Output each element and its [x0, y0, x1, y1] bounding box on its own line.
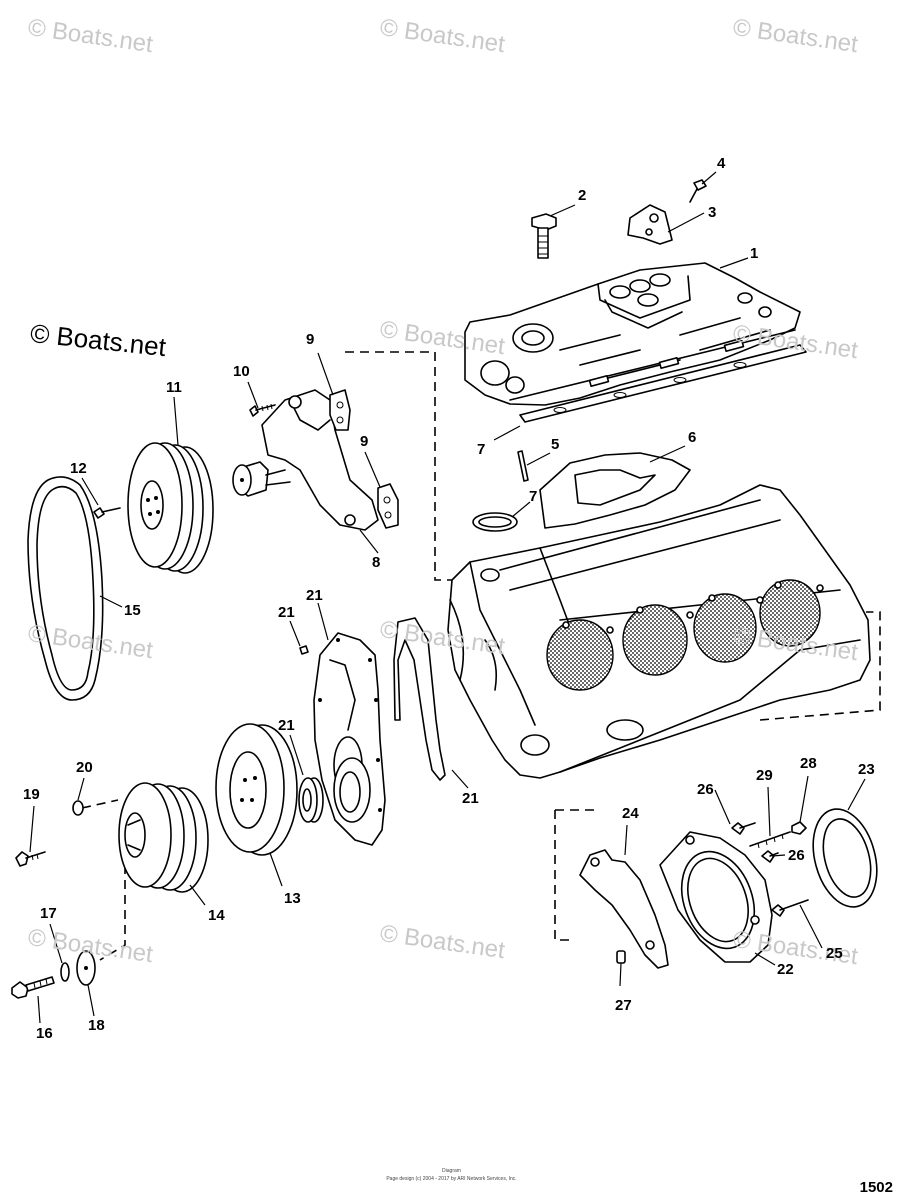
nut-28: [791, 821, 807, 835]
lock-washer-17: [60, 962, 70, 982]
callout-12: 12: [70, 460, 87, 477]
pin-5: [517, 450, 529, 482]
leader-lines: [29, 171, 866, 1024]
bolt-16: [11, 976, 55, 999]
callout-5: 5: [551, 436, 560, 453]
callout-13: 13: [284, 890, 301, 907]
callout-19: 19: [23, 786, 40, 803]
dowel-27: [616, 950, 626, 964]
callout-20: 20: [76, 759, 93, 776]
plate-6: [539, 452, 691, 529]
callout-2: 2: [578, 187, 587, 204]
drive-belt: [27, 476, 104, 701]
cover-gasket: [393, 617, 446, 781]
callout-10: 10: [233, 363, 250, 380]
callout-21-cover: 21: [306, 587, 323, 604]
washer-18: [76, 950, 96, 986]
callout-27: 27: [615, 997, 632, 1014]
pump-gasket-lower: [377, 483, 399, 529]
crank-pulley: [118, 782, 209, 893]
retainer-gasket: [579, 849, 669, 969]
callout-23: 23: [858, 761, 875, 778]
bolt-19: [15, 851, 46, 867]
screw-26-lower: [761, 850, 779, 863]
screw-25: [771, 899, 809, 917]
timing-cover: [313, 632, 386, 846]
callout-29: 29: [756, 767, 773, 784]
rear-main-seal: [812, 808, 878, 908]
engine-block: [447, 484, 871, 779]
o-ring-7: [472, 512, 518, 532]
callout-22: 22: [777, 961, 794, 978]
manifold-gasket: [519, 344, 807, 423]
footer-copyright: Page design (c) 2004 - 2017 by ARI Netwo…: [386, 1176, 517, 1182]
callout-21-gasket: 21: [462, 790, 479, 807]
callout-9-lower: 9: [360, 433, 369, 450]
callout-8: 8: [372, 554, 381, 571]
callout-14: 14: [208, 907, 225, 924]
pulley-11: [127, 442, 214, 574]
bolt-10: [249, 403, 276, 417]
callout-21-dowel: 21: [278, 604, 295, 621]
bracket-3: [627, 204, 673, 245]
front-seal: [298, 777, 324, 823]
callout-4: 4: [717, 155, 726, 172]
callout-26-lower: 26: [788, 847, 805, 864]
callout-6: 6: [688, 429, 697, 446]
callout-15: 15: [124, 602, 141, 619]
dowel-21: [299, 645, 309, 655]
rear-seal-retainer: [659, 831, 773, 963]
callout-11: 11: [166, 379, 182, 396]
footer-label: Diagram: [442, 1168, 461, 1174]
pump-gasket-top: [329, 389, 351, 431]
callout-28: 28: [800, 755, 817, 772]
dashed-assembly-lines: [81, 351, 881, 961]
stud-29: [749, 831, 791, 849]
callout-18: 18: [88, 1017, 105, 1034]
callout-9-top: 9: [306, 331, 315, 348]
callout-26-upper: 26: [697, 781, 714, 798]
harmonic-balancer: [215, 723, 298, 856]
bolt-12: [93, 507, 121, 519]
bolt-2: [531, 213, 557, 259]
figure-number: 1502: [859, 1179, 893, 1196]
callout-25: 25: [826, 945, 843, 962]
washer-20: [72, 800, 84, 816]
callout-17: 17: [40, 905, 57, 922]
water-pump: [232, 389, 379, 531]
callout-1: 1: [750, 245, 759, 262]
callout-7-gasket: 7: [477, 441, 486, 458]
callout-24: 24: [622, 805, 639, 822]
callout-7-oring: 7: [529, 488, 538, 505]
callout-21-seal: 21: [278, 717, 295, 734]
callout-16: 16: [36, 1025, 53, 1042]
intake-manifold: [464, 262, 801, 406]
callout-3: 3: [708, 204, 717, 221]
screw-26-upper: [731, 822, 756, 835]
